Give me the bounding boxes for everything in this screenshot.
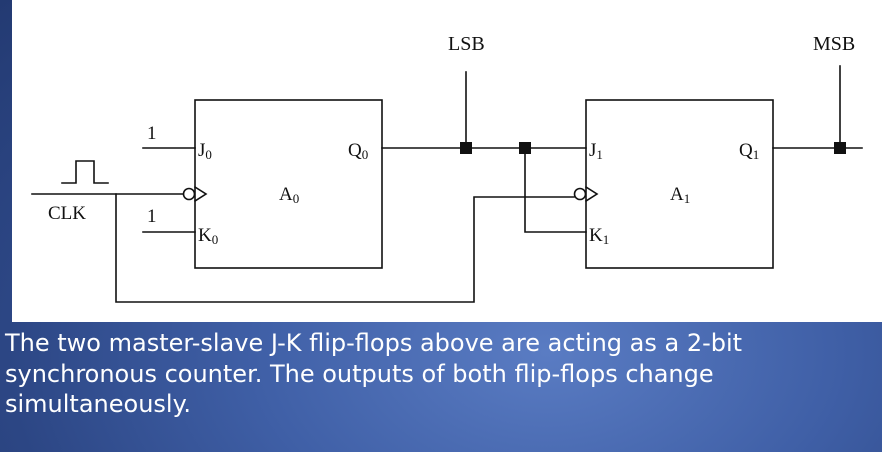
a1-clock-bubble [573, 187, 587, 201]
lsb-junction [460, 142, 472, 154]
a0-clock-triangle [193, 185, 208, 203]
a0-k-pin-label: K0 [198, 225, 218, 247]
lsb-label: LSB [448, 33, 485, 55]
a1-j-pin-label: J1 [589, 140, 603, 162]
k0-logic-one-label: 1 [147, 206, 157, 227]
slide-caption: The two master-slave J-K flip-flops abov… [5, 329, 743, 418]
clk-to-a1-wire [115, 193, 575, 303]
msb-label: MSB [813, 33, 855, 55]
flipflop-a1-box [585, 99, 774, 269]
clock-pulse-icon [61, 160, 109, 184]
flipflop-a0-box [194, 99, 383, 269]
k1-junction [519, 142, 531, 154]
q0-to-k1-wire [524, 147, 587, 233]
a1-name-label: A1 [670, 184, 690, 206]
clk-label: CLK [48, 203, 86, 224]
j0-logic-one-label: 1 [147, 123, 157, 144]
msb-junction [834, 142, 846, 154]
a1-k-pin-label: K1 [589, 225, 609, 247]
a0-clock-bubble [182, 187, 196, 201]
a0-q-pin-label: Q0 [348, 140, 368, 162]
circuit-diagram-panel: LSB MSB CLK 1 1 J0 K0 Q0 A0 J1 K1 Q1 A1 [12, 0, 882, 322]
a0-j-pin-label: J0 [198, 140, 212, 162]
a1-clock-triangle [584, 185, 599, 203]
a0-name-label: A0 [279, 184, 299, 206]
circuit-diagram: LSB MSB CLK 1 1 J0 K0 Q0 A0 J1 K1 Q1 A1 [31, 33, 863, 303]
a1-q-pin-label: Q1 [739, 140, 759, 162]
